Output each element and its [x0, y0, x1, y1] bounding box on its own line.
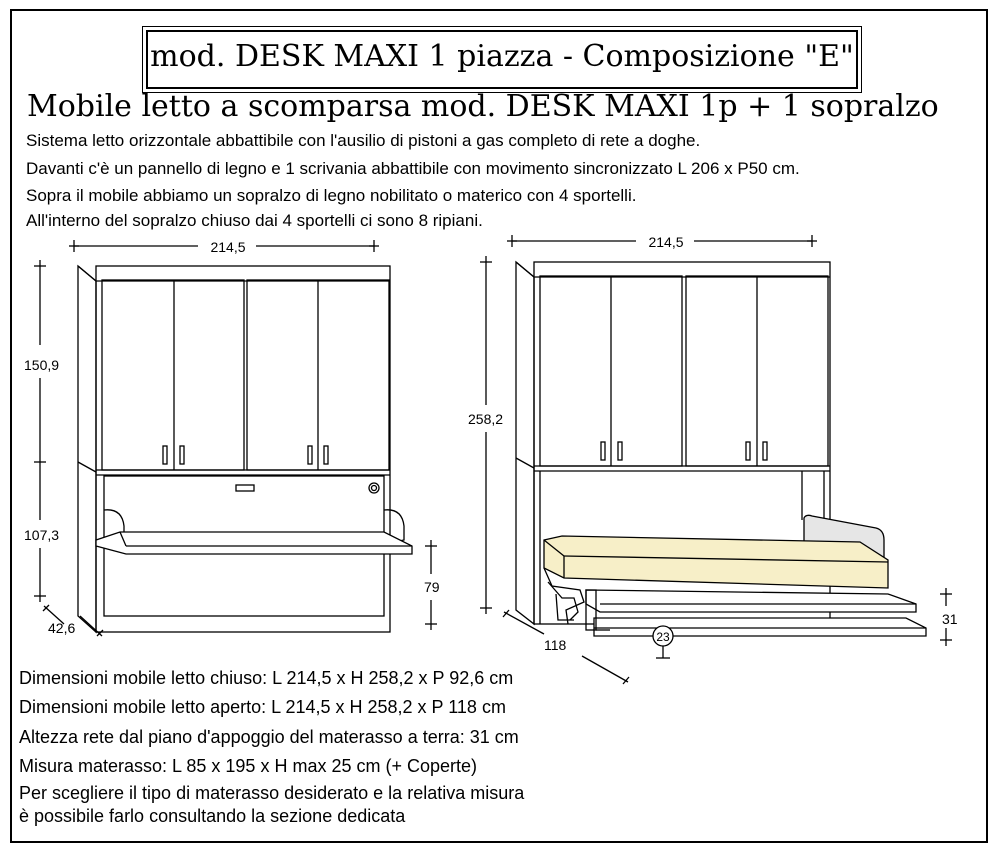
open-width-label: 214,5 — [648, 234, 683, 250]
closed-height-dimension — [34, 260, 46, 602]
open-side-panel — [515, 260, 535, 626]
closed-width-label: 214,5 — [210, 239, 245, 255]
net-height-label: 31 — [942, 611, 958, 627]
closed-width-dimension — [69, 240, 379, 252]
description-line: Davanti c'è un pannello di legno e 1 scr… — [26, 159, 800, 178]
closed-desk — [95, 531, 413, 555]
closed-upper-doors — [101, 279, 390, 471]
title-box: mod. DESK MAXI 1 piazza - Composizione "… — [142, 26, 862, 93]
bed-frame — [585, 589, 927, 637]
description-line: All'interno del sopralzo chiuso dai 4 sp… — [26, 211, 483, 230]
spec-line: Dimensioni mobile letto aperto: L 214,5 … — [19, 697, 506, 717]
desk-height-label: 79 — [424, 579, 440, 595]
closed-top-height-label: 150,9 — [24, 357, 59, 373]
open-view — [480, 235, 952, 685]
mattress — [543, 535, 889, 589]
description-line: Sopra il mobile abbiamo un sopralzo di l… — [26, 186, 637, 205]
closed-depth-dimension — [42, 604, 104, 637]
open-width-dimension — [507, 235, 817, 247]
outer-frame — [10, 9, 988, 843]
open-height-label: 258,2 — [468, 411, 503, 427]
open-upper-doors — [539, 275, 829, 467]
closed-side-panel — [77, 264, 97, 634]
open-depth-label: 118 — [544, 637, 567, 653]
spec-line: è possibile farlo consultando la sezione… — [19, 806, 406, 826]
page-title: mod. DESK MAXI 1 piazza - Composizione "… — [150, 39, 854, 74]
door-handle-icon — [162, 445, 329, 465]
page-subtitle: Mobile letto a scomparsa mod. DESK MAXI … — [27, 89, 939, 124]
spec-line: Altezza rete dal piano d'appoggio del ma… — [19, 727, 519, 747]
spec-line: Misura materasso: L 85 x 195 x H max 25 … — [19, 756, 478, 776]
description-line: Sistema letto orizzontale abbattibile co… — [26, 131, 701, 150]
leg-marker — [652, 625, 674, 659]
door-handle-icon — [600, 441, 768, 461]
open-depth-dimension — [502, 609, 630, 685]
closed-bottom-height-label: 107,3 — [24, 527, 59, 543]
spec-line: Dimensioni mobile letto chiuso: L 214,5 … — [19, 668, 514, 688]
closed-depth-label: 42,6 — [48, 620, 75, 636]
net-height-dimension — [940, 588, 952, 646]
spec-line: Per scegliere il tipo di materasso desid… — [19, 783, 525, 803]
desk-height-dimension — [425, 540, 437, 630]
bed-mechanism — [543, 567, 610, 631]
open-height-dimension — [480, 256, 492, 614]
leg-marker-label: 23 — [656, 630, 670, 644]
closed-view — [34, 240, 437, 637]
closed-carcass — [95, 265, 391, 633]
